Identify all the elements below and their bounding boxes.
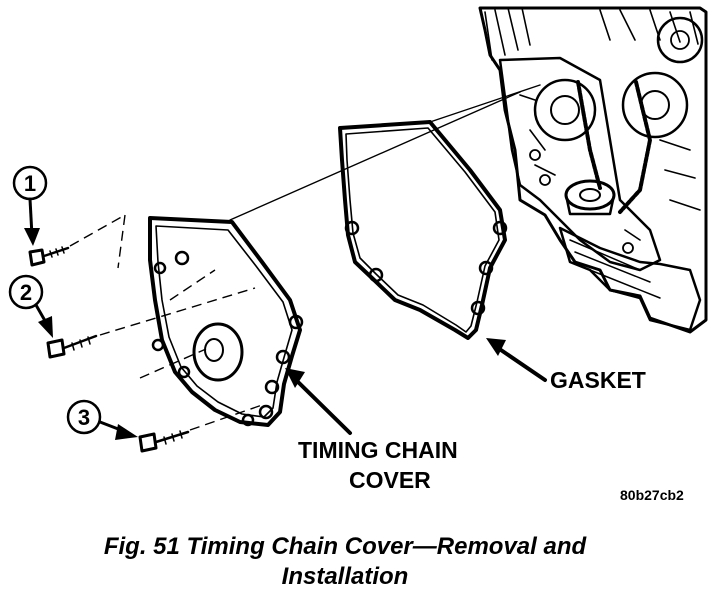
timing-chain-cover-label-line2: COVER (349, 467, 431, 493)
callout-2-label: 2 (20, 280, 32, 305)
alignment-lines (69, 84, 541, 431)
bolt-3 (138, 430, 190, 453)
gasket-label: GASKET (550, 367, 646, 393)
figure-caption-line1: Fig. 51 Timing Chain Cover—Removal and (104, 533, 588, 560)
figure-code: 80b27cb2 (620, 487, 684, 503)
gasket-leader (486, 338, 547, 382)
timing-chain-cover-illustration (148, 216, 304, 427)
bolt-1 (28, 246, 70, 267)
gasket-illustration (338, 120, 508, 340)
timing-chain-cover-label-line1: TIMING CHAIN (298, 437, 458, 463)
callout-3-label: 3 (78, 405, 90, 430)
callout-3: 3 (66, 399, 138, 440)
cover-leader (285, 368, 352, 435)
callout-2: 2 (8, 274, 53, 338)
engine-block-illustration (478, 6, 708, 334)
callout-1: 1 (12, 165, 48, 246)
bolt-2 (46, 334, 98, 359)
figure-caption-line2: Installation (282, 563, 409, 590)
callout-1-label: 1 (24, 171, 36, 196)
